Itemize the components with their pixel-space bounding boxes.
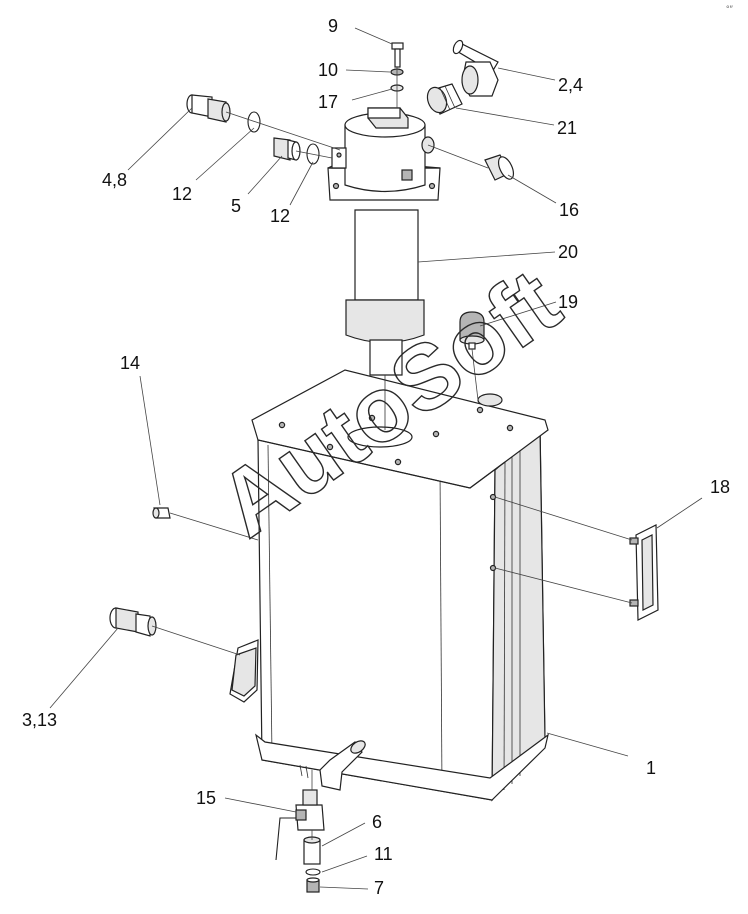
- plug-part-16: [484, 154, 515, 181]
- callout-12a: 12: [172, 184, 192, 204]
- leader-lines: [49, 27, 703, 890]
- callout-3-13: 3,13: [22, 710, 57, 730]
- adapter-part-21: [426, 83, 463, 115]
- coupling-part-3-13: [109, 607, 157, 637]
- callout-4-8: 4,8: [102, 170, 127, 190]
- tank: [229, 369, 549, 802]
- callout-17: 17: [318, 92, 338, 112]
- callout-5: 5: [231, 196, 241, 216]
- bolt-part-9: [391, 42, 404, 68]
- callout-12b: 12: [270, 206, 290, 226]
- o-ring-part-12a: [247, 111, 261, 133]
- nipple-part-5: [273, 137, 301, 161]
- callout-18: 18: [710, 477, 730, 497]
- callout-19: 19: [558, 292, 578, 312]
- callout-14: 14: [120, 353, 140, 373]
- callout-16: 16: [559, 200, 579, 220]
- breather-cap-part-19: [459, 311, 485, 350]
- callout-21: 21: [557, 118, 577, 138]
- filter-assembly: [327, 107, 441, 430]
- callout-6: 6: [372, 812, 382, 832]
- o-ring-part-12b: [306, 143, 320, 165]
- plug-screw-part-14: [152, 507, 171, 519]
- union-fitting-part-4-8: [186, 94, 231, 123]
- callout-2-4: 2,4: [558, 75, 583, 95]
- callout-11: 11: [374, 844, 393, 864]
- sight-gauge-part-18: [629, 524, 659, 621]
- corner-mark: °″: [726, 4, 734, 14]
- callout-20: 20: [558, 242, 578, 262]
- elbow-fitting-part-2-4: [452, 39, 499, 97]
- callout-9: 9: [328, 16, 338, 36]
- washer-part-11: [305, 868, 321, 876]
- callout-15: 15: [196, 788, 216, 808]
- drain-valve-part-15: [275, 789, 325, 861]
- nipple-part-6: [303, 836, 321, 865]
- callout-7: 7: [374, 878, 384, 898]
- callout-10: 10: [318, 60, 338, 80]
- callout-labels: 9 10 17 2,4 21 4,8 12 5 12 16 20 19 14 1…: [22, 16, 730, 898]
- plug-part-7: [306, 877, 320, 893]
- callout-1: 1: [646, 758, 656, 778]
